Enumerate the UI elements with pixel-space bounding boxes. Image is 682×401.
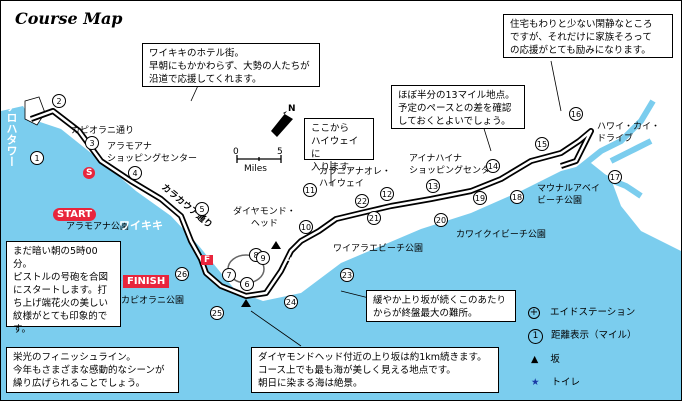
label-kahala: カハラ [286, 258, 316, 269]
mile-marker-22: 22 [355, 194, 369, 208]
mile-marker-20: 20 [434, 213, 448, 227]
label-wailae-beach-park: ワイアラエビーチ公園 [333, 244, 424, 254]
label-kapiolani-park: カピオラニ公園 [121, 296, 185, 306]
mile-marker-9: 9 [256, 251, 270, 265]
label-downtown: ダウンタウン [71, 106, 137, 119]
legend-hill-label: 坂 [550, 354, 560, 365]
callout-highway: ここから ハイウェイに 入ります。 [304, 118, 374, 173]
finish-label: FINISH [123, 275, 170, 288]
aid-station-icon: + [528, 307, 540, 319]
north-label: N [288, 104, 296, 114]
hill-marker [271, 241, 281, 249]
callout-diamond-head: ダイヤモンドヘッド付近の上り坂は約1km続きます。 コース上でも最も海が美しく見… [251, 347, 499, 393]
callout-halfway: ほぼ半分の13マイル地点。 予定のペースとの差を確認 しておくとよいでしょう。 [391, 85, 525, 129]
callout-finish-info: 栄光のフィニッシュライン。 今年もさまざまな感動的なシーンが 繰り広げられること… [6, 347, 179, 393]
mile-marker-4: 4 [128, 166, 142, 180]
mile-marker-21: 21 [367, 211, 381, 225]
label-hawaii-kai-drive: ハワイ・カイ・ ドライブ [597, 122, 661, 144]
label-diamond-head: ダイヤモンド・ ヘッド [233, 207, 296, 229]
mile-marker-13: 13 [426, 179, 440, 193]
mile-marker-19: 19 [473, 191, 487, 205]
mile-marker-16: 16 [569, 107, 583, 121]
scale-unit: Miles [244, 164, 267, 174]
label-maunalua-beach-park: マウナルアベイ ビーチ公園 [537, 184, 600, 206]
coast-island [24, 96, 46, 126]
label-aloha-tower: アロハタワー [5, 101, 18, 167]
map-title: Course Map [15, 9, 123, 28]
mile-marker-26: 26 [175, 267, 189, 281]
mile-marker-10: 10 [299, 220, 313, 234]
callout-start-info: まだ暗い朝の5時00分。 ピストルの号砲を合図 にスタートします。打 ち上げ端花… [6, 241, 121, 335]
mile-marker-6: 6 [240, 277, 254, 291]
mile-marker-7: 7 [222, 268, 236, 282]
mile-marker-15: 15 [535, 137, 549, 151]
label-kapiolani-street: カピオラニ通り [71, 126, 135, 136]
start-marker: S [83, 167, 96, 179]
label-waikiki: ワイキキ [119, 219, 163, 232]
mile-marker-12: 12 [380, 187, 394, 201]
sea-area [1, 106, 681, 400]
hill-icon: ▲ [531, 354, 539, 365]
label-kalanianaole-hwy: カラニアナオレ・ ハイウェイ [319, 167, 391, 189]
mile-marker-2: 2 [52, 94, 66, 108]
mile-marker-25: 25 [210, 306, 224, 320]
legend-aid-label: エイドステーション [550, 307, 636, 318]
scale-five: 5 [277, 147, 283, 157]
scale-bar [236, 155, 282, 163]
north-arrow [271, 111, 293, 137]
mile-marker-icon: 1 [528, 329, 543, 344]
course-route-inner [30, 109, 593, 298]
mile-marker-3: 3 [85, 136, 99, 150]
toilet-icon: ★ [531, 377, 540, 388]
start-label: START [53, 208, 97, 221]
label-kawaikui-beach-park: カワイクイビーチ公園 [456, 230, 546, 240]
mile-marker-1: 1 [30, 151, 44, 165]
mile-marker-5: 5 [195, 202, 209, 216]
mile-marker-17: 17 [608, 170, 622, 184]
finish-marker: F [201, 255, 214, 265]
mile-marker-23: 23 [340, 268, 354, 282]
label-ala-moana-center: アラモアナ ショッピングセンター [107, 142, 198, 164]
scale-zero: 0 [233, 147, 239, 157]
mile-marker-11: 11 [303, 183, 317, 197]
legend-toilet-label: トイレ [551, 377, 581, 388]
label-ala-moana-park: アラモアナ公園 [66, 222, 129, 232]
callout-hotel: ワイキキのホテル街。 早朝にもかかわらず、大勢の人たちが 沿道で応援してくれます… [142, 43, 320, 87]
mile-marker-14: 14 [486, 159, 500, 173]
hill-marker [241, 299, 251, 307]
callout-hills: 緩やか上り坂が続くこのあたり からが終盤最大の難所。 [366, 290, 516, 322]
mile-marker-18: 18 [510, 190, 524, 204]
mile-marker-24: 24 [284, 295, 298, 309]
label-ainahaina-center: アイナハイナ ショッピングセンター [409, 154, 500, 176]
legend-mile-label: 距離表示（マイル） [551, 330, 637, 341]
callout-residential: 住宅もわりと少ない閑静なところ ですが、それだけに家族そろって の応援がとても励… [503, 14, 673, 58]
